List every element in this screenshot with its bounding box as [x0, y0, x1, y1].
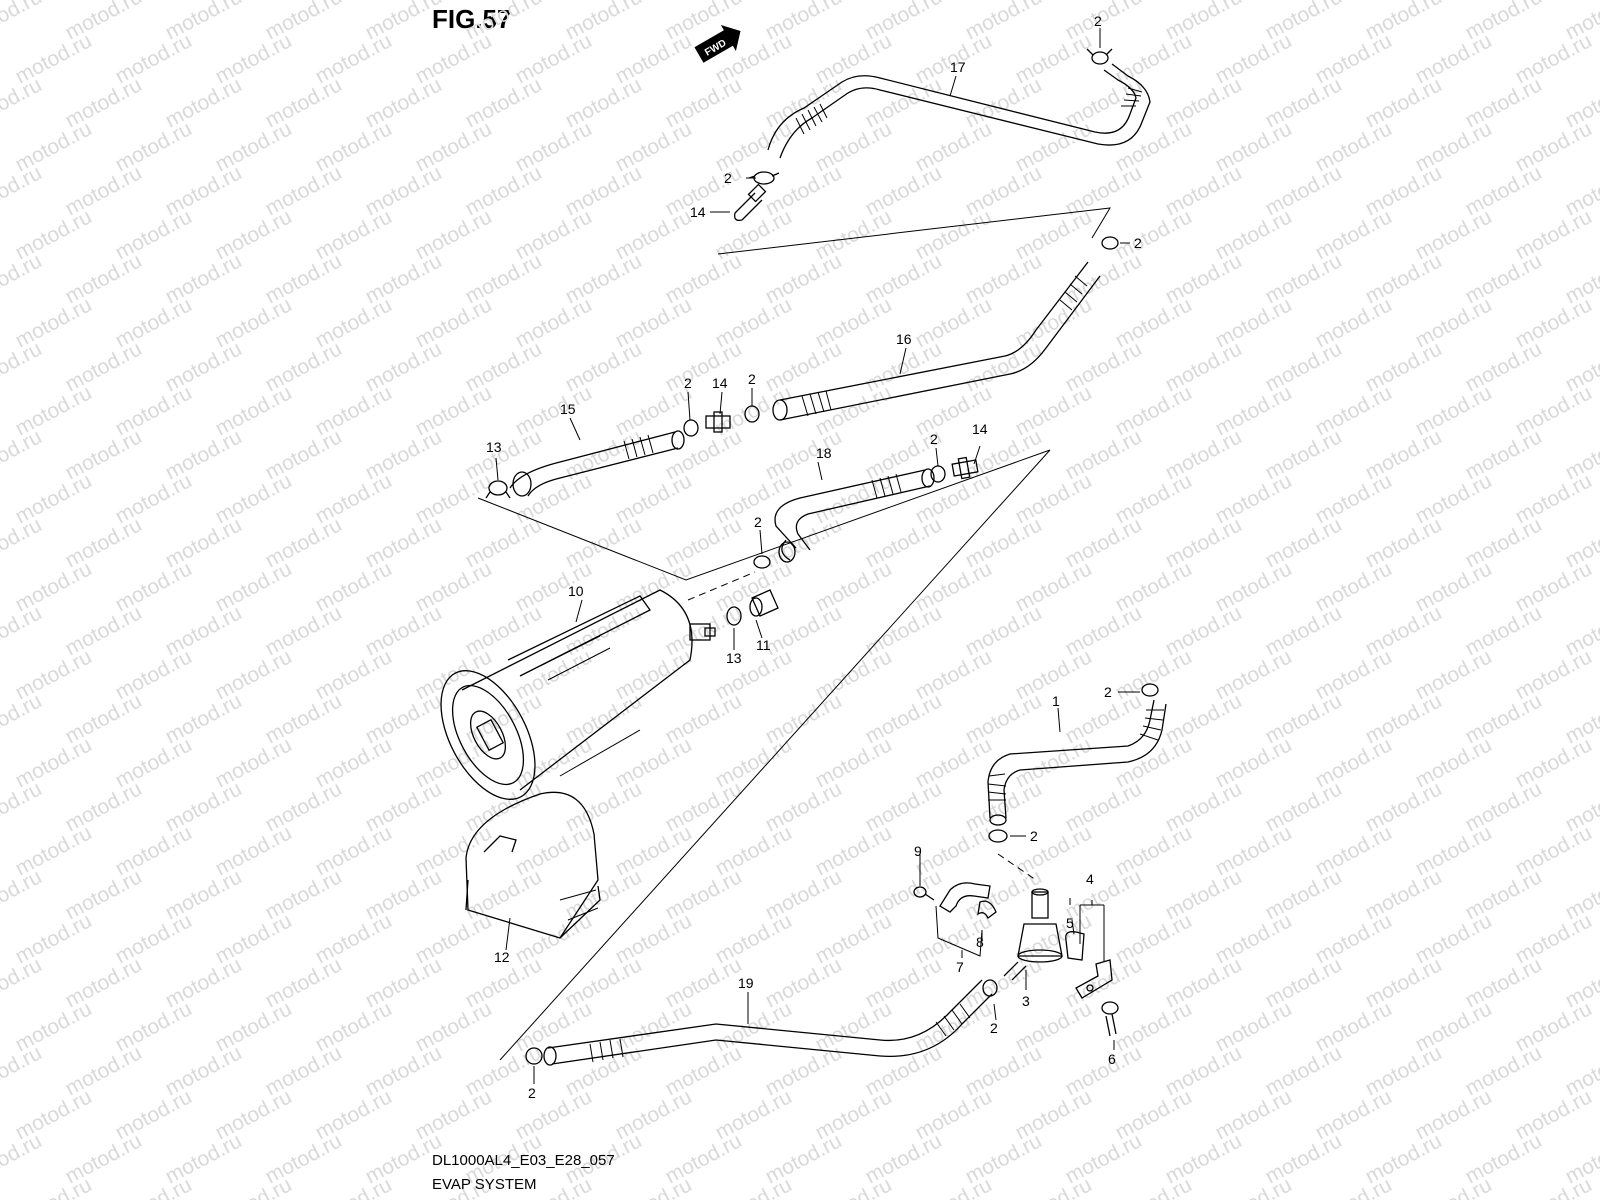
- callout-4: 4: [1086, 871, 1094, 887]
- hose-clamp: [1101, 236, 1119, 250]
- callout-2: 2: [990, 1020, 998, 1036]
- callout-7: 7: [956, 959, 964, 975]
- callout-2: 2: [754, 514, 762, 530]
- watermark-text: motod.ru: [0, 337, 46, 396]
- callout-2: 2: [528, 1085, 536, 1101]
- callout-8: 8: [976, 934, 984, 950]
- hose-clamp: [525, 1047, 543, 1065]
- callout-19: 19: [738, 975, 754, 991]
- watermark-text: motod.ru: [812, 1173, 896, 1200]
- callout-17: 17: [950, 59, 966, 75]
- hose-clamp: [1141, 683, 1159, 697]
- watermark-text: motod.ru: [1012, 1173, 1096, 1200]
- callout-2: 2: [1134, 235, 1142, 251]
- figure-title: FIG.57: [432, 4, 512, 34]
- callout-14: 14: [712, 375, 728, 391]
- callout-numbers: 2 17 2 14 2 16 2 14 2 15 13 18 2 14 2 10…: [486, 13, 1142, 1101]
- watermark-text: motod.ru: [1512, 1173, 1596, 1200]
- fitting-14-right: [951, 456, 979, 480]
- watermark-text: motod.ru: [12, 1173, 96, 1200]
- watermark-text: motod.ru: [0, 161, 46, 220]
- fitting-14-top: [734, 183, 767, 221]
- watermark-text: motod.ru: [0, 953, 46, 1012]
- watermark-text: motod.ru: [0, 0, 46, 44]
- hose-clamp: [683, 419, 699, 437]
- callout-1: 1: [1052, 693, 1060, 709]
- canister-10: [440, 589, 716, 800]
- callout-14: 14: [972, 421, 988, 437]
- watermark-text: motod.ru: [0, 777, 46, 836]
- valve-3: [1003, 888, 1063, 981]
- callout-5: 5: [1066, 915, 1074, 931]
- watermark-text: motod.ru: [1212, 1173, 1296, 1200]
- callout-2: 2: [930, 431, 938, 447]
- bracket-7: [939, 882, 997, 919]
- callout-2: 2: [1094, 13, 1102, 29]
- callout-2: 2: [1030, 828, 1038, 844]
- hose-15: [509, 430, 685, 497]
- watermark-text: motod.ru: [0, 601, 46, 660]
- watermark-text: motod.ru: [0, 513, 46, 572]
- fitting-14-middle: [705, 411, 731, 433]
- bolt-9: [913, 886, 935, 901]
- callout-2: 2: [724, 170, 732, 186]
- model-code: DL1000AL4_E03_E28_057: [432, 1152, 615, 1169]
- hose-clamp: [1086, 48, 1113, 65]
- hose-18: [774, 468, 935, 563]
- watermark-text: motod.ru: [612, 1173, 696, 1200]
- callout-11: 11: [756, 637, 771, 653]
- callout-9: 9: [914, 843, 922, 859]
- callout-18: 18: [816, 445, 832, 461]
- clamp-13-lower: [726, 606, 742, 626]
- watermark-text: motod.ru: [0, 425, 46, 484]
- hose-1: [987, 699, 1167, 826]
- watermark-text: motod.ru: [1412, 1173, 1496, 1200]
- callout-15: 15: [560, 401, 576, 417]
- watermark-text: motod.ru: [0, 865, 46, 924]
- watermark-text: motod.ru: [1112, 1173, 1196, 1200]
- callout-2: 2: [1104, 684, 1112, 700]
- callout-13: 13: [486, 439, 502, 455]
- watermark-text: motod.ru: [0, 249, 46, 308]
- leader-lines: [495, 28, 1140, 1084]
- callout-10: 10: [568, 583, 584, 599]
- protector-12: [465, 791, 601, 939]
- watermark-text: motod.ru: [0, 1129, 46, 1188]
- callout-14: 14: [690, 204, 706, 220]
- callout-12: 12: [494, 949, 510, 965]
- watermark-text: motod.ru: [712, 1173, 796, 1200]
- section-name: EVAP SYSTEM: [432, 1176, 537, 1193]
- callout-13: 13: [726, 650, 742, 666]
- watermark-text: motod.ru: [312, 1173, 396, 1200]
- watermark-text: motod.ru: [912, 1173, 996, 1200]
- watermark-text: motod.ru: [0, 73, 46, 132]
- watermark-text: motod.ru: [0, 689, 46, 748]
- callout-2: 2: [748, 371, 756, 387]
- hose-19: [543, 979, 993, 1066]
- watermark-text: motod.ru: [1312, 1173, 1396, 1200]
- callout-2: 2: [684, 375, 692, 391]
- callout-16: 16: [896, 331, 912, 347]
- watermark-text: motod.ru: [212, 1173, 296, 1200]
- hose-clamp: [988, 829, 1008, 843]
- watermark-text: motod.ru: [0, 1041, 46, 1100]
- callout-6: 6: [1108, 1051, 1116, 1067]
- clamp-13-upper: [485, 480, 511, 499]
- bolt-6: [1101, 1001, 1119, 1037]
- watermark-text: motod.ru: [112, 1173, 196, 1200]
- hose-11: [749, 589, 779, 617]
- hose-clamp: [753, 555, 771, 569]
- hose-16: [772, 261, 1101, 421]
- callout-3: 3: [1022, 993, 1030, 1009]
- bracket-4: [1065, 931, 1113, 999]
- hose-17: [767, 63, 1151, 159]
